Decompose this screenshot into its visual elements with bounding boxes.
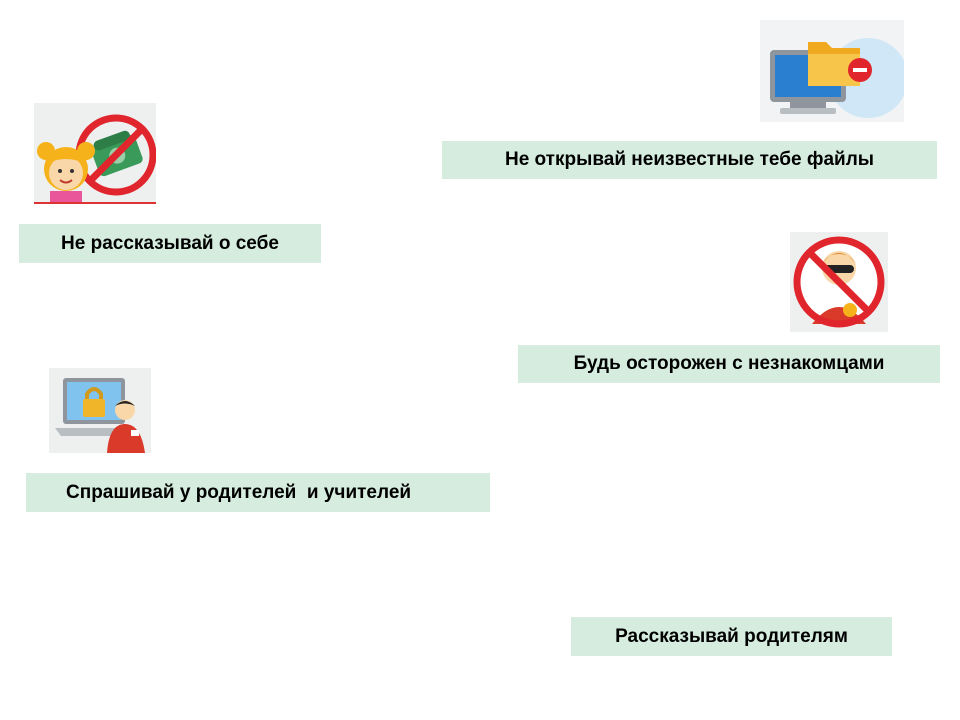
computer-folder-minus-icon xyxy=(760,20,904,122)
girl-with-crossed-phone-icon xyxy=(34,103,156,204)
rule-dont-tell-about-self: Не рассказывай о себе xyxy=(19,224,321,263)
rule-beware-strangers: Будь осторожен с незнакомцами xyxy=(518,345,940,383)
computer-lock-person-icon xyxy=(49,368,151,453)
rule-tell-parents: Рассказывай родителям xyxy=(571,617,892,656)
rule-dont-open-unknown-files: Не открывай неизвестные тебе файлы xyxy=(442,141,937,179)
crossed-masked-stranger-icon xyxy=(790,232,888,332)
rule-ask-parents-teachers: Спрашивай у родителей и учителей xyxy=(26,473,490,512)
